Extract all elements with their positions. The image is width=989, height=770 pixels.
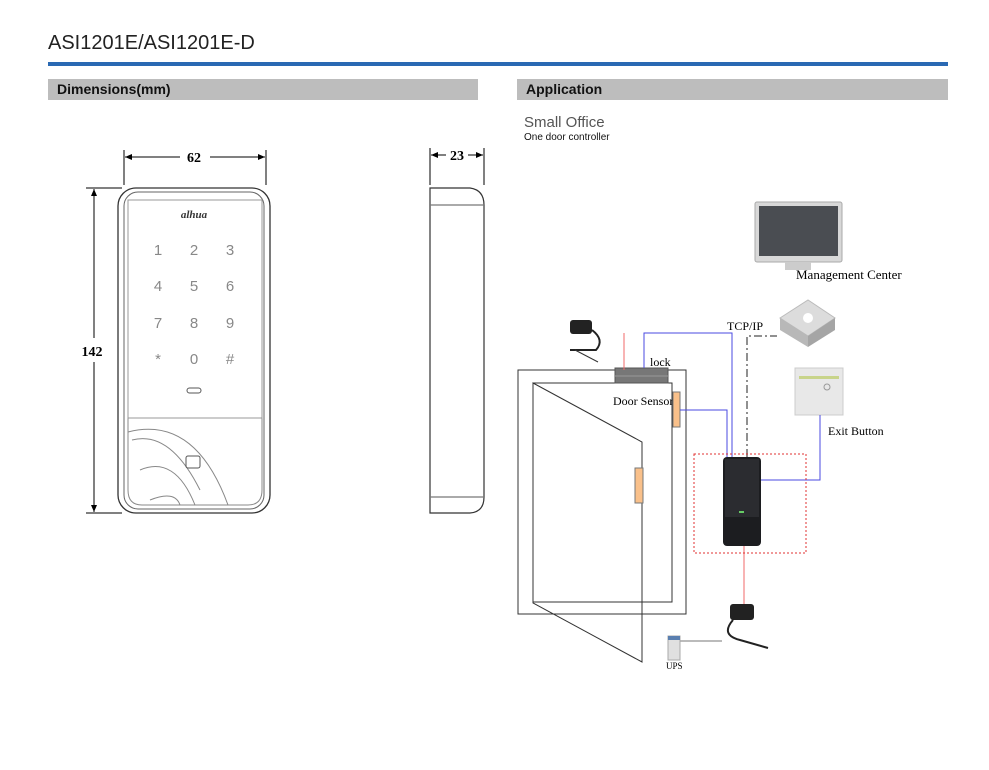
- page-title: ASI1201E/ASI1201E-D: [48, 32, 255, 54]
- device-side-view: [429, 187, 485, 514]
- door-sensor-icon: [672, 391, 681, 428]
- ups-label: UPS: [666, 661, 683, 671]
- key-5: 5: [190, 278, 198, 295]
- key-2: 2: [190, 242, 198, 259]
- title-divider: [48, 62, 948, 66]
- width-dimension-line: [123, 150, 267, 185]
- width-label: 62: [187, 151, 201, 166]
- scenario-title: Small Office: [524, 114, 605, 131]
- scenario-detail: One door controller: [524, 132, 610, 143]
- brand-logo: alhua: [181, 209, 208, 221]
- device-front-view: alhua: [117, 187, 271, 514]
- depth-dimension-line: [429, 148, 485, 185]
- key-6: 6: [226, 278, 234, 295]
- door-frame: [517, 369, 687, 663]
- lock-label: lock: [650, 355, 671, 369]
- ups-icon: [667, 635, 681, 661]
- ups-power-adapter-icon: [726, 604, 769, 649]
- management-center-label: Management Center: [796, 267, 902, 282]
- height-label: 142: [82, 345, 103, 360]
- key-4: 4: [154, 278, 162, 295]
- door-handle-icon: [634, 467, 644, 504]
- key-hash: #: [226, 351, 235, 368]
- access-controller-device-icon: [723, 457, 761, 546]
- door-sensor-wire: [680, 409, 728, 457]
- network-switch-icon: [779, 299, 836, 347]
- application-section-header: Application: [517, 79, 948, 100]
- key-1: 1: [154, 242, 162, 259]
- exit-button-icon: [794, 367, 844, 416]
- management-center-monitor-icon: [754, 201, 843, 270]
- door-sensor-label: Door Sensor: [613, 394, 673, 408]
- tcp-ip-label: TCP/IP: [727, 319, 763, 333]
- key-0: 0: [190, 351, 198, 368]
- power-adapter-icon: [570, 320, 601, 363]
- height-dimension-line: [86, 187, 122, 514]
- keypad: 1 2 3 4 5 6 7 8 9 * 0 #: [154, 242, 235, 368]
- key-8: 8: [190, 315, 198, 332]
- key-7: 7: [154, 315, 162, 332]
- key-3: 3: [226, 242, 234, 259]
- depth-label: 23: [450, 149, 464, 164]
- lock-signal-wire: [643, 332, 733, 457]
- key-star: *: [155, 351, 161, 368]
- exit-button-wire: [761, 415, 821, 481]
- network-cable: [746, 335, 777, 457]
- controller-highlight-box: [693, 453, 807, 554]
- dimensions-section-header: Dimensions(mm): [48, 79, 478, 100]
- key-9: 9: [226, 315, 234, 332]
- exit-button-label: Exit Button: [828, 424, 884, 438]
